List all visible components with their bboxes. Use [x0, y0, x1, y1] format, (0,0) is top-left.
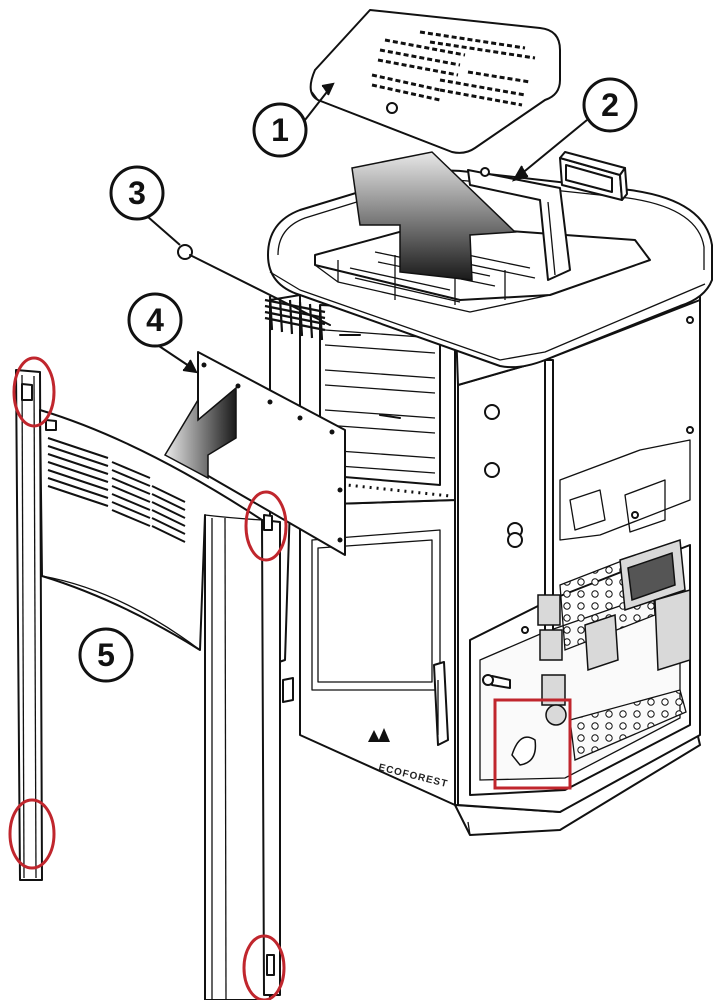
callout-4: 4 — [127, 292, 183, 348]
highlight-bottom-left-clip — [8, 798, 56, 870]
highlight-top-left-clip — [12, 356, 56, 428]
callout-label: 4 — [146, 302, 164, 338]
callout-1: 1 — [252, 102, 308, 158]
callout-label: 5 — [97, 637, 115, 673]
control-display — [559, 151, 628, 201]
callout-label: 1 — [271, 112, 289, 148]
upward-arrow-icon — [351, 151, 517, 281]
callout-label: 2 — [601, 87, 619, 123]
cleaning-brush-icon — [264, 295, 326, 341]
top-lid — [309, 9, 561, 154]
highlight-inspection-cap — [493, 698, 572, 790]
highlight-markers — [8, 356, 572, 1000]
leftward-arrow-icon — [163, 386, 237, 480]
stove-body: ECOFOREST — [267, 151, 713, 836]
highlight-bottom-right-clip — [242, 934, 286, 1000]
front-cover — [15, 369, 281, 1000]
callout-5: 5 — [78, 627, 134, 683]
callout-label: 3 — [128, 175, 146, 211]
callout-2: 2 — [582, 77, 638, 133]
brush-handle-ring — [177, 244, 193, 260]
callout-leaders — [139, 82, 588, 374]
callout-3: 3 — [109, 165, 165, 221]
cleaning-brush — [177, 244, 331, 341]
highlight-top-right-clip — [244, 490, 288, 562]
